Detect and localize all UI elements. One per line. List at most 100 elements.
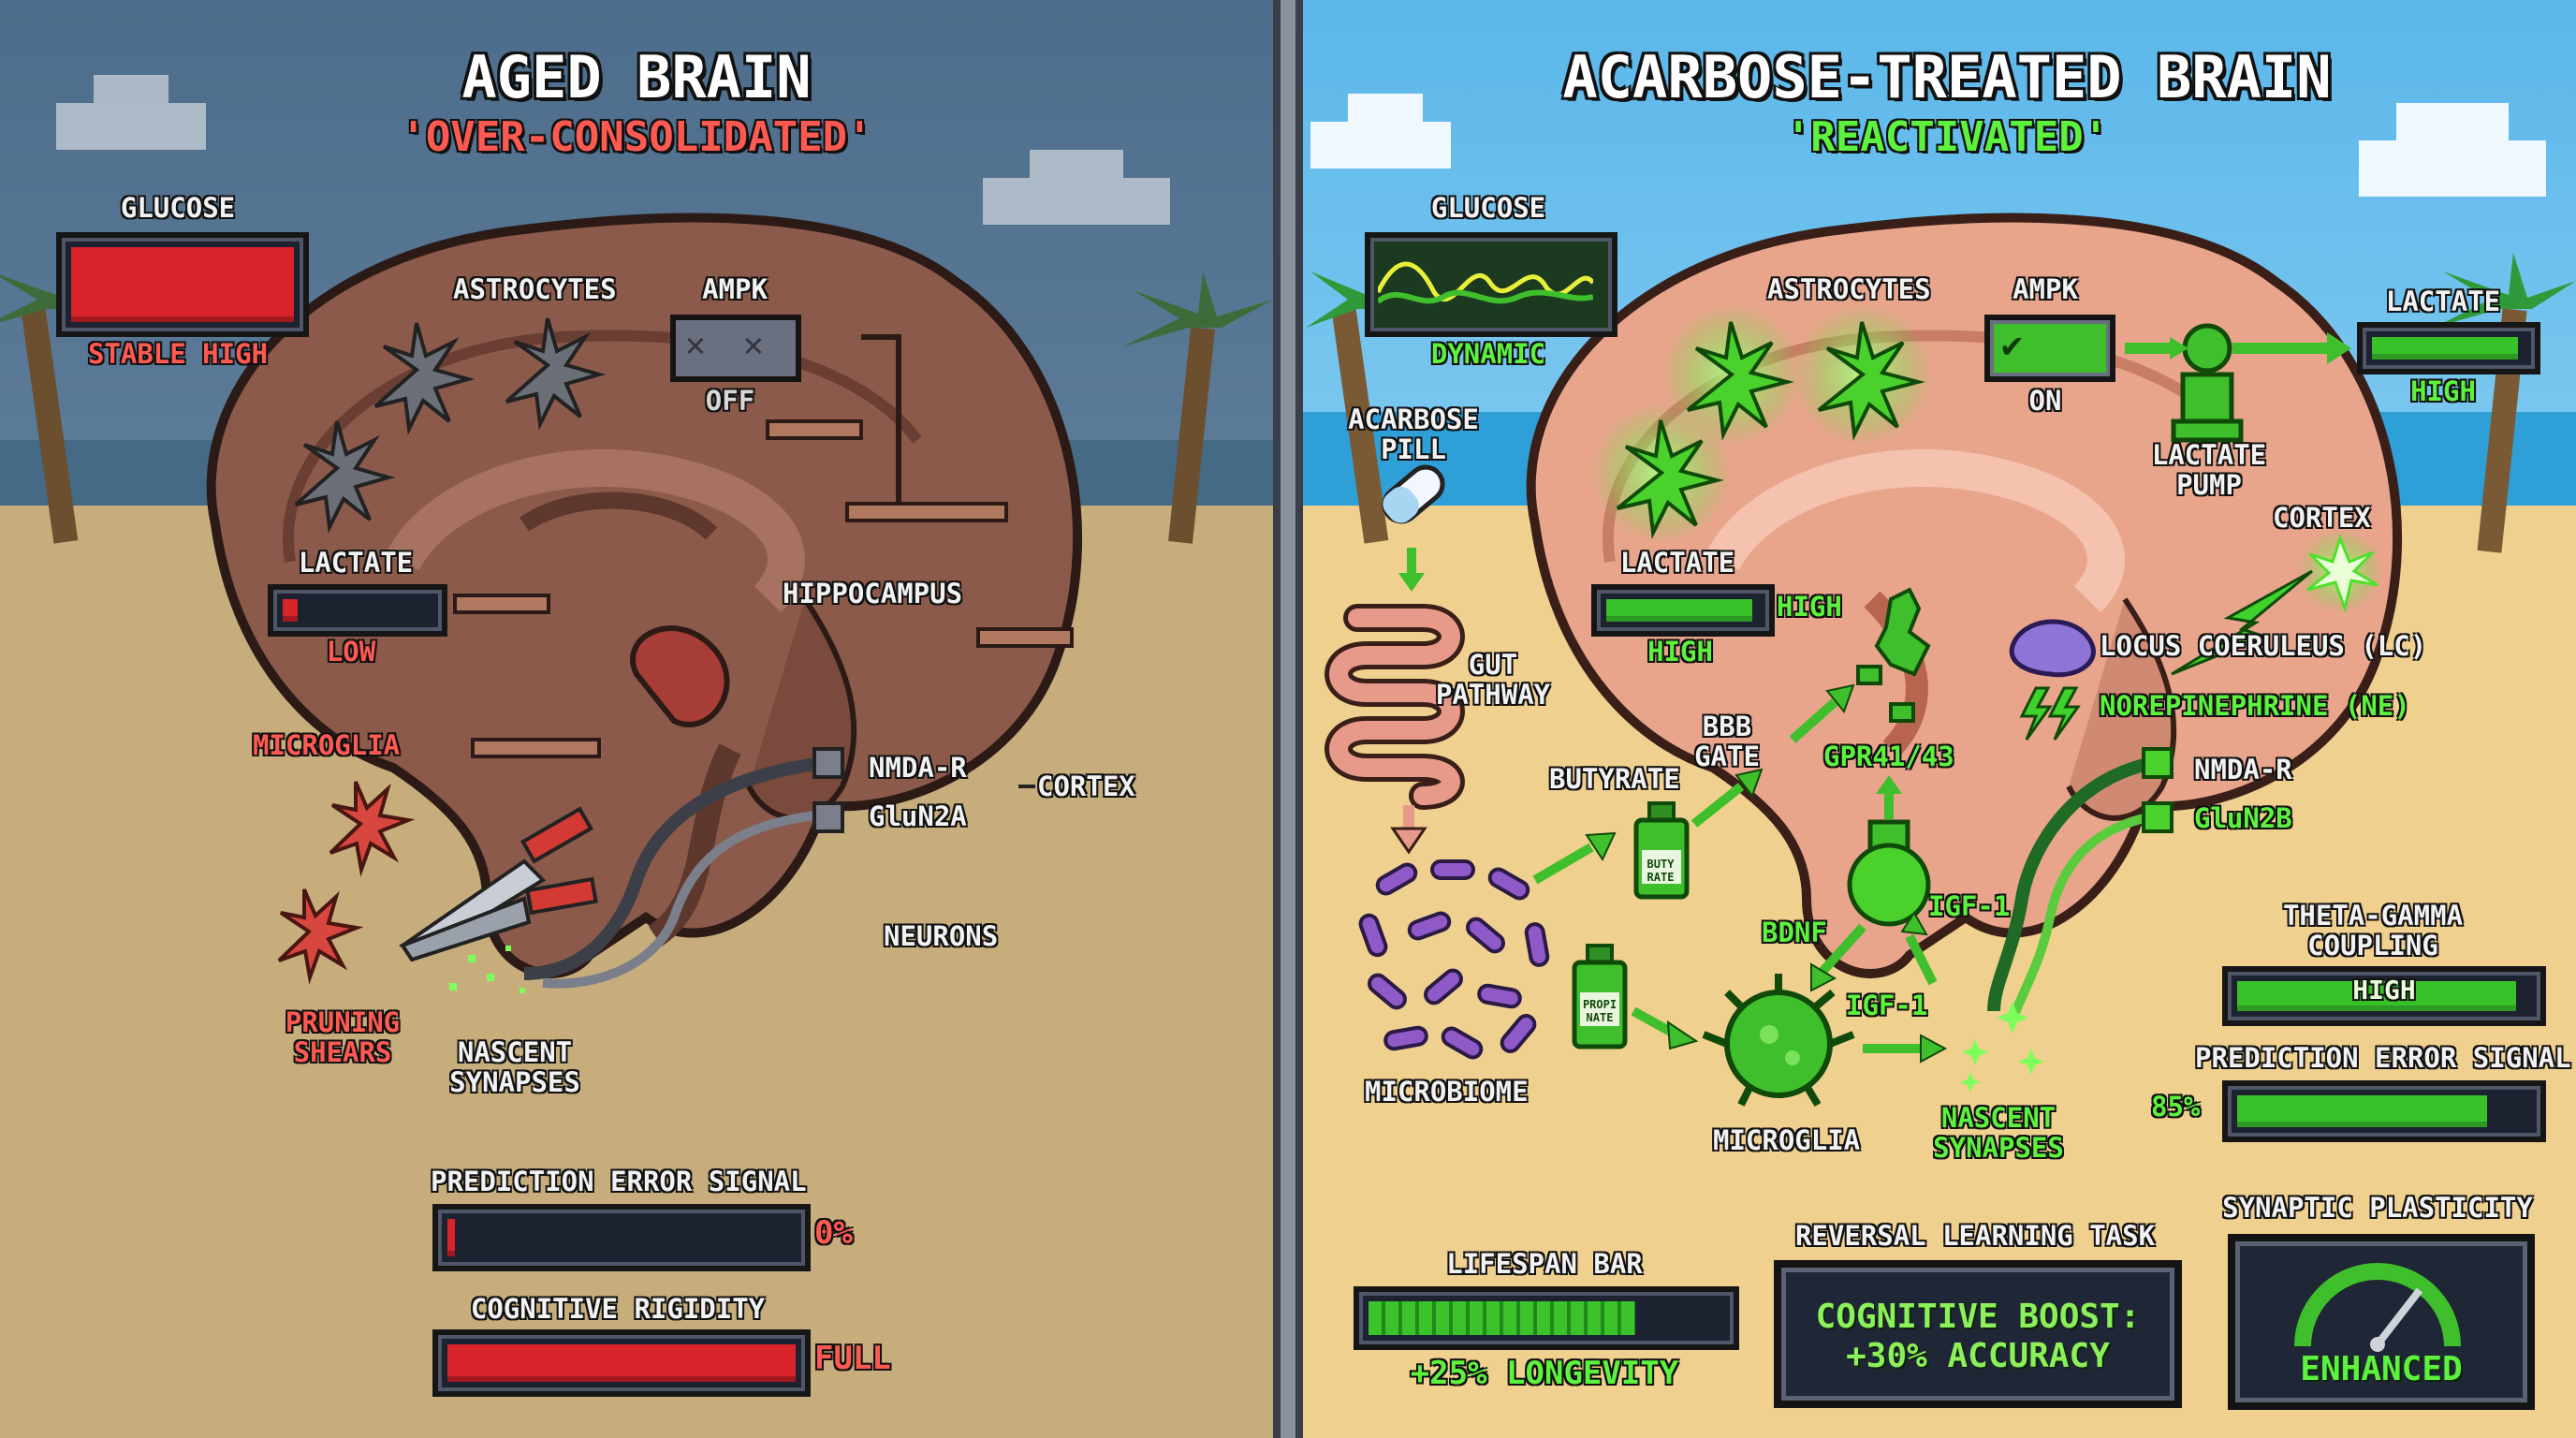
microbiome-icon (1358, 859, 1550, 1060)
ampk-toggle: ✕ ✕ (670, 315, 801, 382)
aged-subtitle: 'OVER-CONSOLIDATED' (401, 113, 872, 161)
lactate-status: HIGH (1647, 636, 1713, 668)
glun2b-label: GluN2B (2194, 802, 2292, 834)
astrocytes-label: ASTROCYTES (1767, 273, 1931, 305)
nascent-synapses-label: NASCENT SYNAPSES (1933, 1102, 2064, 1164)
pill-icon (1382, 464, 1445, 524)
igf1-label: IGF-1 (1846, 990, 1928, 1021)
lactate-top-meter-fill (2372, 337, 2518, 360)
theta-gamma-meter: HIGH (2222, 966, 2546, 1026)
propionate-bottle-icon (1572, 944, 1628, 1049)
glowing-astrocyte-icon (1591, 304, 1933, 543)
cortex-layer-marker (453, 419, 1074, 758)
lactate-label: LACTATE (298, 547, 414, 579)
plasticity-value: ENHANCED (2300, 1350, 2463, 1388)
cloud-icon (1310, 94, 2546, 197)
lactate-meter-fill (283, 599, 298, 622)
microglia-icon (277, 781, 416, 985)
prediction-error-value: 85% (2151, 1091, 2201, 1123)
check-icon: ✔ (2001, 324, 2023, 365)
ampk-label: AMPK (2012, 273, 2078, 305)
hippocampus-label: HIPPOCAMPUS (783, 578, 963, 609)
astrocytes-label: ASTROCYTES (453, 273, 617, 305)
prediction-error-label: PREDICTION ERROR SIGNAL (431, 1166, 807, 1197)
lactate-pump-label: LACTATE PUMP (2151, 439, 2267, 501)
theta-gamma-label: THETA-GAMMA COUPLING (2282, 900, 2464, 961)
prediction-error-value: 0% (814, 1214, 853, 1252)
propionate-bottle-label: PROPI NATE (1582, 998, 1617, 1024)
prediction-error-meter-fill (447, 1219, 455, 1256)
aged-title: AGED BRAIN (461, 43, 812, 111)
neurons-label: NEURONS (884, 920, 999, 952)
lactate-pump-icon (2171, 323, 2244, 443)
glucose-label: GLUCOSE (120, 192, 236, 224)
close-icon: ✕ (685, 326, 706, 364)
locus-coeruleus-label: LOCUS COERULEUS (LC) (2100, 630, 2427, 662)
nmda-r-label: NMDA-R (869, 752, 967, 784)
close-icon: ✕ (743, 326, 764, 364)
pruning-shears-label: PRUNING SHEARS (285, 1006, 401, 1068)
prediction-error-meter-fill (2237, 1095, 2487, 1127)
synaptic-plasticity-label: SYNAPTIC PLASTICITY (2222, 1192, 2533, 1224)
ampk-toggle: ✔ (1984, 315, 2115, 382)
cortex-spark-icon (2171, 529, 2382, 676)
glucose-status: STABLE HIGH (87, 338, 269, 370)
ampk-status: ON (2028, 385, 2062, 417)
cortex-label: CORTEX (2273, 502, 2371, 534)
cognitive-rigidity-meter-fill (447, 1344, 796, 1382)
glucose-label: GLUCOSE (1430, 192, 1546, 224)
butyrate-label: BUTYRATE (1549, 763, 1680, 795)
lactate-label: LACTATE (1619, 547, 1735, 579)
lactate-meter (1591, 584, 1775, 637)
ampk-label: AMPK (702, 273, 768, 305)
synaptic-plasticity-gauge: ENHANCED (2228, 1234, 2535, 1410)
glucose-meter-fill (71, 247, 294, 322)
flask-icon (1847, 819, 1931, 927)
lactate-top-label: LACTATE (2385, 286, 2501, 317)
microglia-label: MICROGLIA (253, 729, 401, 761)
theta-gamma-value: HIGH (2352, 975, 2416, 1005)
prediction-error-meter (432, 1204, 811, 1271)
lifespan-meter (1354, 1286, 1739, 1350)
reversal-task-panel: COGNITIVE BOOST: +30% ACCURACY (1774, 1260, 2182, 1408)
gpr41-43-label: GPR41/43 (1823, 741, 1954, 772)
reversal-task-label: REVERSAL LEARNING TASK (1794, 1220, 2156, 1252)
gut-pathway-label: GUT PATHWAY (1435, 649, 1551, 711)
lifespan-value: +25% LONGEVITY (1410, 1355, 1679, 1392)
lifespan-meter-fill (1368, 1301, 1635, 1335)
lactate-top-meter (2357, 322, 2540, 374)
pruning-shears-icon (399, 806, 598, 962)
glucose-wave-meter (1365, 232, 1617, 337)
bdnf-label: BDNF (1762, 917, 1827, 948)
treated-title: ACARBOSE-TREATED BRAIN (1562, 43, 2332, 111)
lactate-status: LOW (326, 636, 376, 668)
treated-subtitle: 'REACTIVATED' (1785, 113, 2109, 161)
treated-brain-illustration (1325, 213, 2403, 1108)
nascent-synapses-label: NASCENT SYNAPSES (449, 1036, 580, 1098)
gpr-receptor-icon (1856, 587, 1931, 723)
glucose-meter (56, 232, 309, 337)
panel-divider (1273, 0, 1303, 1438)
accuracy-text: +30% ACCURACY (1846, 1337, 2110, 1375)
lactate-meter (268, 584, 447, 637)
prediction-error-label: PREDICTION ERROR SIGNAL (2195, 1042, 2571, 1074)
astrocyte-icon (294, 317, 607, 534)
lactate-meter-fill (1606, 599, 1752, 622)
nascent-synapse-icon (1960, 1002, 2044, 1093)
lightning-icon (2019, 686, 2081, 741)
norepinephrine-label: NOREPINEPHRINE (NE) (2100, 690, 2410, 722)
butyrate-bottle-icon (1633, 801, 1690, 900)
cognitive-rigidity-value: FULL (814, 1340, 891, 1377)
cognitive-rigidity-label: COGNITIVE RIGIDITY (470, 1293, 766, 1325)
nascent-synapse-icon (449, 946, 525, 993)
glun2a-label: GluN2A (869, 800, 967, 832)
lifespan-label: LIFESPAN BAR (1446, 1248, 1643, 1280)
lactate-status-inline: HIGH (1777, 591, 1842, 623)
theta-gamma-meter-fill (2237, 981, 2516, 1011)
acarbose-pill-label: ACARBOSE PILL (1348, 404, 1479, 465)
wave-icon (1378, 261, 1593, 304)
prediction-error-meter (2222, 1080, 2546, 1142)
butyrate-bottle-label: BUTY RATE (1647, 858, 1675, 884)
ampk-status: OFF (705, 385, 755, 417)
